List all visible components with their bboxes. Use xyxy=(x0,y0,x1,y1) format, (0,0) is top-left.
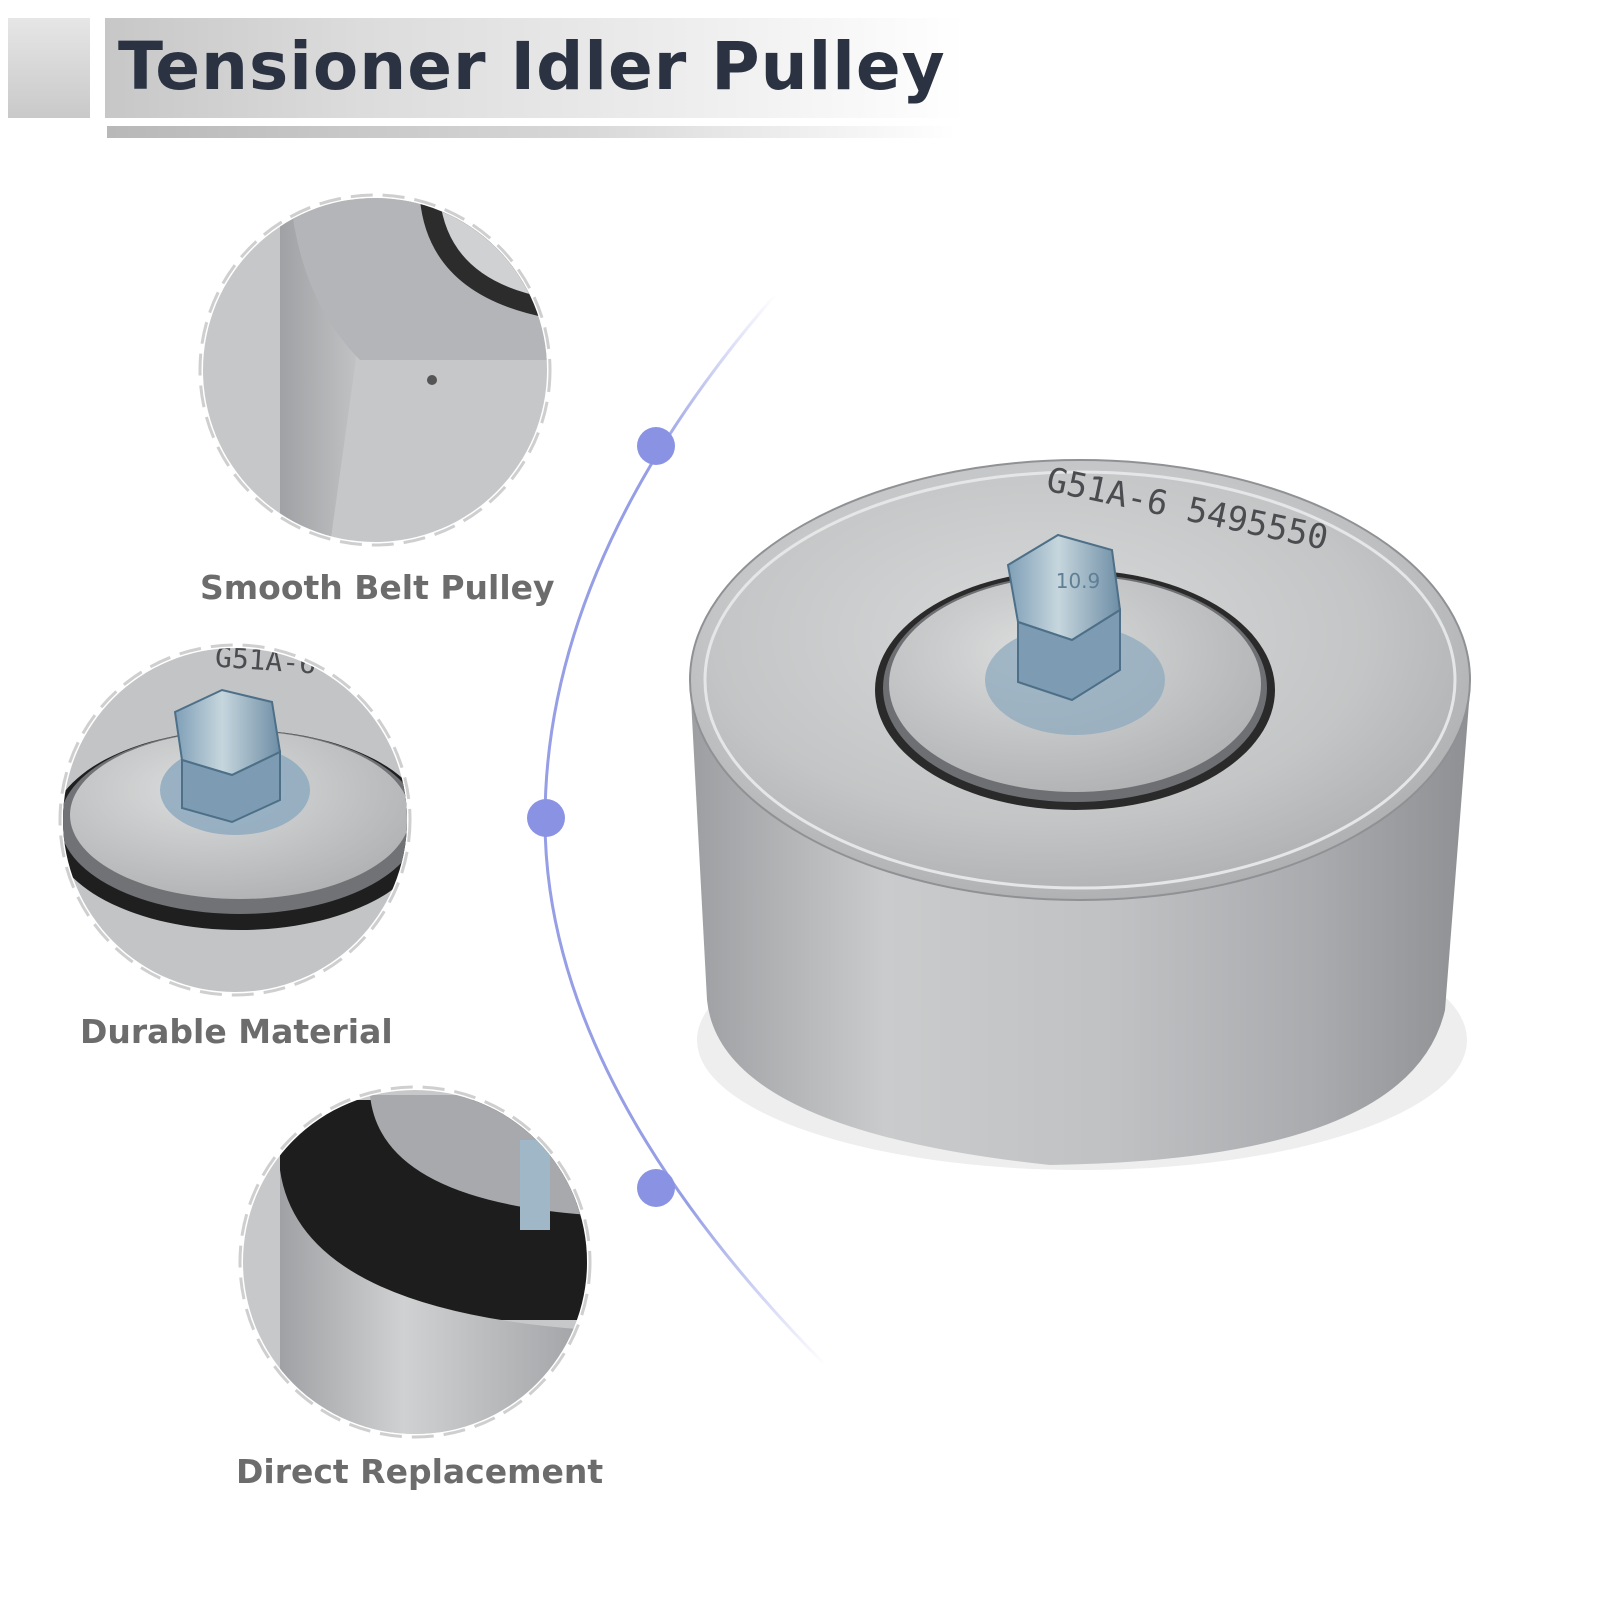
detail-frame-2 xyxy=(58,643,412,997)
detail-frame-1 xyxy=(198,193,552,547)
bolt-marking: 10.9 xyxy=(1056,569,1101,593)
title-banner xyxy=(105,18,965,118)
timeline-dot-icon xyxy=(527,799,565,837)
feature-label-direct-replacement: Direct Replacement xyxy=(236,1452,604,1491)
detail-durable-material-image: G51A-6 xyxy=(63,648,407,992)
timeline-dot-icon xyxy=(637,427,675,465)
timeline-dot-icon xyxy=(637,1169,675,1207)
feature-label-durable-material: Durable Material xyxy=(80,1012,393,1051)
main-pulley-image: 10.9 G51A-6 5495550 xyxy=(689,459,1471,1170)
title-accent-block xyxy=(8,18,90,118)
feature-label-smooth-belt: Smooth Belt Pulley xyxy=(200,568,555,607)
title-underline xyxy=(107,126,957,138)
page-title: Tensioner Idler Pulley xyxy=(118,28,946,105)
detail-direct-replacement-image xyxy=(243,1090,587,1434)
detail-frame-3 xyxy=(238,1085,592,1439)
detail-smooth-belt-image xyxy=(203,198,547,542)
